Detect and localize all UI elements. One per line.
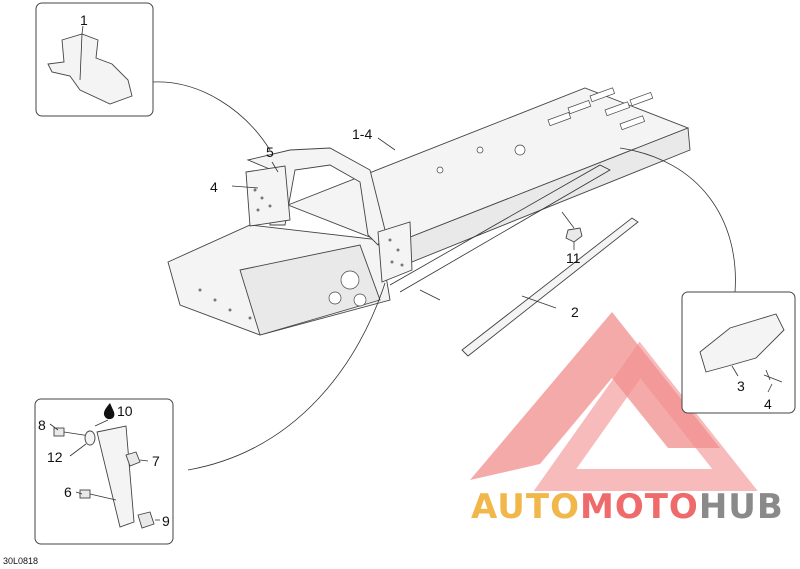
leader-lines bbox=[187, 137, 736, 471]
callout-2: 2 bbox=[571, 304, 579, 320]
callout-1-4: 1-4 bbox=[352, 126, 372, 142]
watermark-part-auto: AUTO bbox=[471, 487, 580, 527]
frame-holes bbox=[198, 188, 404, 320]
callout-10: 10 bbox=[117, 403, 133, 419]
diagram-code: 30L0818 bbox=[3, 556, 38, 566]
drop-icon bbox=[103, 403, 115, 420]
clip-part-11 bbox=[561, 211, 583, 250]
inset-part-3-4 bbox=[681, 291, 796, 414]
callout-4: 4 bbox=[210, 179, 218, 195]
callout-3-inset: 3 bbox=[737, 378, 745, 394]
callout-12: 12 bbox=[47, 449, 63, 465]
callout-9: 9 bbox=[162, 513, 170, 529]
inset-hardware bbox=[34, 398, 174, 545]
watermark-part-hub: HUB bbox=[699, 487, 784, 527]
tunnel-slots bbox=[436, 87, 654, 174]
watermark-logo bbox=[470, 312, 758, 491]
watermark-text: AUTOMOTOHUB bbox=[471, 487, 784, 527]
chassis-frame bbox=[167, 87, 691, 336]
inset-part-1 bbox=[35, 2, 271, 151]
rail-part-2 bbox=[461, 217, 639, 357]
watermark-part-moto: MOTO bbox=[580, 487, 699, 527]
callout-8: 8 bbox=[38, 417, 46, 433]
callout-6: 6 bbox=[64, 484, 72, 500]
callout-11: 11 bbox=[566, 250, 581, 266]
callout-1-inset: 1 bbox=[80, 12, 88, 28]
callout-4-inset: 4 bbox=[764, 396, 772, 412]
callout-5: 5 bbox=[266, 144, 274, 160]
callout-7: 7 bbox=[152, 453, 160, 469]
